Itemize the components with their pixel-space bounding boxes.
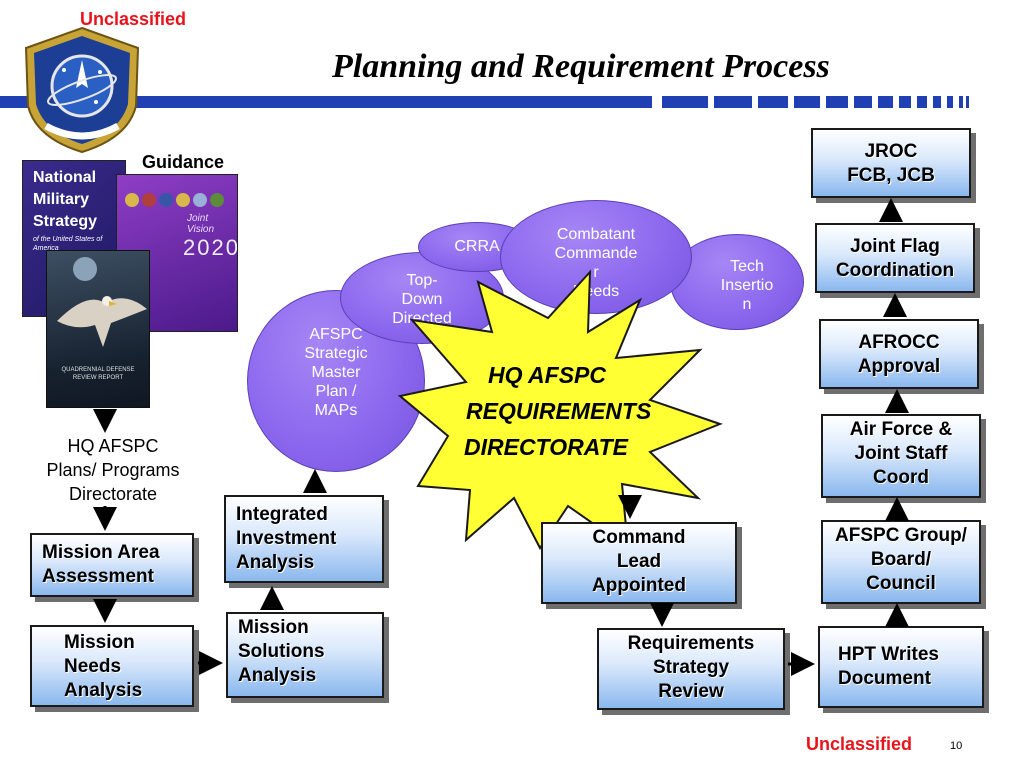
box-line: Joint Staff [854, 443, 948, 464]
afspc-line: Plan / [315, 383, 357, 400]
air-force-joint-staff-coord-box: Air Force & Joint Staff Coord [821, 414, 981, 498]
starburst-text: HQ AFSPC REQUIREMENTS DIRECTORATE [464, 357, 704, 465]
book-nms-subtitle: of the United States of America [33, 236, 103, 252]
afspc-line: Master [311, 364, 361, 381]
box-line: Appointed [592, 575, 686, 596]
mission-solutions-analysis-box: Mission Solutions Analysis [226, 612, 384, 698]
plans-label-line: HQ AFSPC [67, 436, 159, 456]
national-military-strategy-book: National Military Strategy of the United… [22, 160, 126, 317]
mission-needs-analysis-box: Mission Needs Analysis [30, 625, 194, 707]
afspc-line: AFSPC [309, 326, 363, 343]
book-jv-title: Joint Vision [187, 213, 215, 235]
tech-insertion-ellipse: Tech Insertio n [670, 234, 804, 330]
requirements-strategy-review-box: Requirements Strategy Review [597, 628, 785, 710]
box-line: Strategy [652, 657, 730, 678]
tech-line: Tech [730, 258, 764, 275]
mission-area-assessment-box: Mission Area Assessment [30, 533, 194, 597]
classification-top: Unclassified [80, 9, 187, 29]
book-jv-year: 2020 [183, 235, 238, 260]
box-line: Joint Flag [850, 236, 940, 257]
tech-line: n [742, 296, 752, 313]
top-down-line: Down [401, 291, 443, 308]
box-line: Approval [857, 356, 941, 377]
box-line: Review [658, 681, 724, 702]
box-line: Mission Area [42, 542, 160, 563]
box-line: Needs [64, 656, 122, 677]
starburst-line: HQ AFSPC [488, 362, 606, 388]
box-line: Council [866, 573, 936, 594]
plans-label-line: Directorate [68, 484, 158, 504]
starburst-line: REQUIREMENTS [466, 398, 652, 424]
plans-label-line: Plans/ Programs [46, 460, 180, 480]
afspc-group-board-council-box: AFSPC Group/ Board/ Council [821, 520, 981, 604]
box-line: FCB, JCB [847, 165, 935, 186]
crra-text: CRRA [454, 238, 500, 255]
box-line: Analysis [64, 680, 143, 701]
box-line: Mission [238, 617, 309, 638]
guidance-label: Guidance [142, 152, 225, 172]
box-line: AFSPC Group/ [835, 525, 967, 546]
book-nms-title: National Military Strategy [33, 169, 98, 230]
box-line: Solutions [238, 641, 325, 662]
afspc-line: MAPs [314, 402, 358, 419]
box-line: Air Force & [849, 419, 953, 440]
quadrennial-defense-review-book: QUADRENNIAL DEFENSE REVIEW REPORT [46, 250, 150, 408]
joint-flag-coordination-box: Joint Flag Coordination [815, 223, 975, 293]
combatant-line: r [593, 264, 599, 281]
box-line: Investment [236, 528, 337, 549]
book-qdr-title: QUADRENNIAL DEFENSE REVIEW REPORT [61, 367, 135, 381]
box-line: Coordination [835, 260, 955, 281]
header-bar [0, 96, 969, 108]
box-line: Command [592, 527, 686, 548]
jroc-fcb-jcb-box: JROC FCB, JCB [811, 128, 971, 198]
combatant-line: Combatant [556, 226, 636, 243]
box-line: HPT Writes [838, 644, 940, 665]
box-line: Lead [616, 551, 662, 572]
box-line: Coord [873, 467, 929, 488]
afspc-line: Strategic [304, 345, 368, 362]
box-line: Board/ [870, 549, 932, 570]
book-jv-seals [117, 175, 237, 207]
box-line: Analysis [236, 552, 315, 573]
eagle-icon [57, 257, 147, 347]
box-line: Integrated [236, 504, 328, 525]
afspc-emblem-icon [24, 26, 140, 154]
box-line: Document [838, 668, 931, 689]
hpt-writes-document-box: HPT Writes Document [818, 626, 984, 708]
page-title: Planning and Requirement Process [332, 48, 830, 85]
hq-afspc-plans-label: HQ AFSPC Plans/ Programs Directorate [18, 434, 208, 506]
command-lead-appointed-box: Command Lead Appointed [541, 522, 737, 604]
box-line: AFROCC [858, 332, 940, 353]
box-line: JROC [864, 141, 918, 162]
box-line: Requirements [627, 633, 755, 654]
box-line: Mission [64, 632, 135, 653]
combatant-line: Commande [554, 245, 638, 262]
combatant-commander-needs-ellipse: Combatant Commande r Needs [500, 200, 692, 314]
tech-line: Insertio [720, 277, 774, 294]
integrated-investment-analysis-box: Integrated Investment Analysis [224, 495, 384, 583]
starburst-line: DIRECTORATE [464, 434, 628, 460]
box-line: Assessment [42, 566, 154, 587]
box-line: Analysis [238, 665, 317, 686]
top-down-line: Top- [406, 272, 438, 289]
afrocc-approval-box: AFROCC Approval [819, 319, 979, 389]
classification-bottom: Unclassified [806, 734, 913, 754]
page-number: 10 [950, 740, 963, 752]
